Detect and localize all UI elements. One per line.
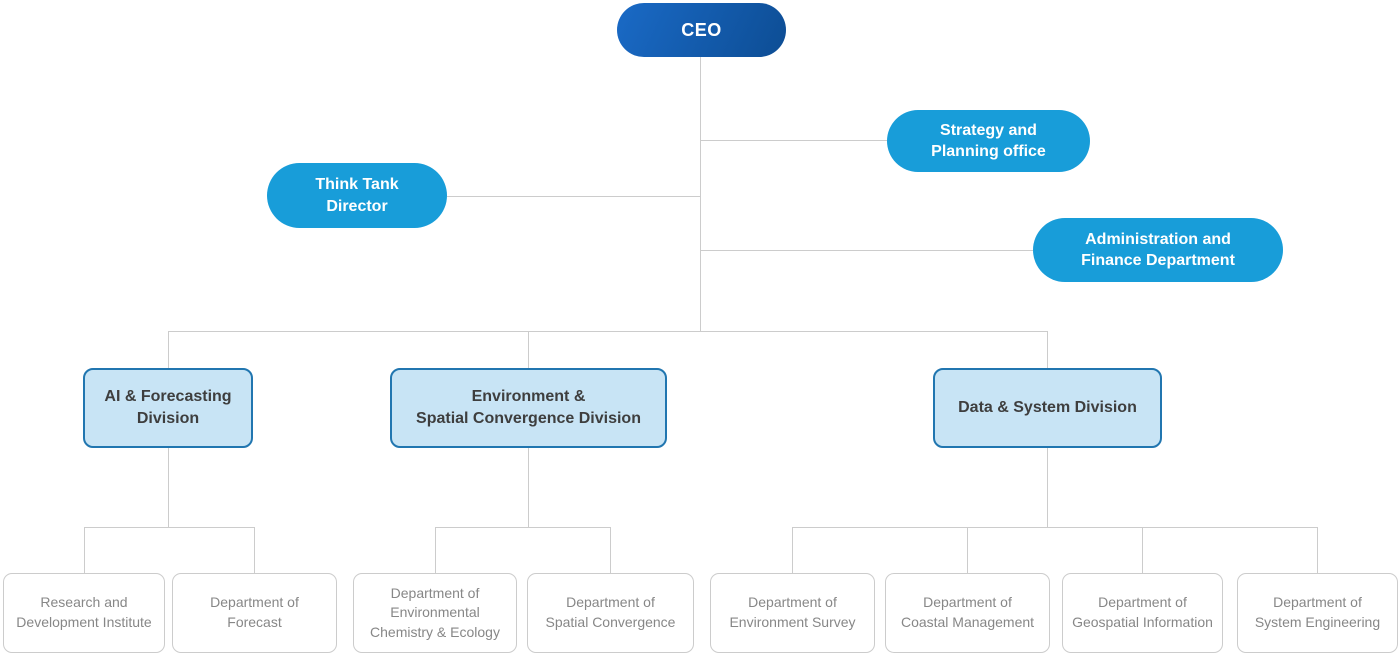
connector-data-horizontal [792, 527, 1317, 528]
division-ai-forecasting-label: AI & Forecasting Division [104, 388, 232, 427]
connector-data-stem [1047, 448, 1048, 527]
node-department-spatial-convergence: Department of Spatial Convergence [527, 573, 694, 653]
node-department-research-development: Research and Development Institute [3, 573, 165, 653]
node-ceo: CEO [617, 3, 786, 57]
node-division-ai-forecasting: AI & Forecasting Division [83, 368, 253, 448]
connector-env-drop-1 [435, 527, 436, 573]
connector-ai-stem [168, 448, 169, 527]
node-department-environment-survey: Department of Environment Survey [710, 573, 875, 653]
connector-division-drop-1 [168, 331, 169, 368]
connector-ai-drop-1 [84, 527, 85, 573]
admin-finance-department-label: Administration and Finance Department [1081, 230, 1235, 269]
department-geospatial-information-label: Department of Geospatial Information [1072, 594, 1213, 630]
connector-think-tank-branch [447, 196, 700, 197]
connector-data-drop-2 [967, 527, 968, 573]
node-admin-finance-department: Administration and Finance Department [1033, 218, 1283, 282]
connector-admin-branch [700, 250, 1033, 251]
department-env-chemistry-ecology-label: Department of Environmental Chemistry & … [370, 584, 500, 640]
division-environment-spatial-label: Environment & Spatial Convergence Divisi… [416, 388, 641, 427]
ceo-label: CEO [681, 19, 722, 40]
department-environment-survey-label: Department of Environment Survey [729, 594, 856, 630]
node-department-env-chemistry-ecology: Department of Environmental Chemistry & … [353, 573, 517, 653]
think-tank-director-label: Think Tank Director [315, 176, 399, 215]
node-department-geospatial-information: Department of Geospatial Information [1062, 573, 1223, 653]
connector-data-drop-1 [792, 527, 793, 573]
department-spatial-convergence-label: Department of Spatial Convergence [545, 594, 676, 630]
connector-data-drop-4 [1317, 527, 1318, 573]
node-division-data-system: Data & System Division [933, 368, 1162, 448]
connector-division-drop-2 [528, 331, 529, 368]
connector-env-drop-2 [610, 527, 611, 573]
division-data-system-label: Data & System Division [958, 399, 1137, 417]
department-research-development-label: Research and Development Institute [16, 594, 152, 630]
connector-env-horizontal [435, 527, 610, 528]
department-forecast-label: Department of Forecast [210, 594, 299, 630]
node-department-coastal-management: Department of Coastal Management [885, 573, 1050, 653]
strategy-planning-office-label: Strategy and Planning office [931, 121, 1046, 160]
department-coastal-management-label: Department of Coastal Management [900, 594, 1035, 630]
connector-strategy-branch [700, 140, 887, 141]
connector-ai-horizontal [84, 527, 254, 528]
node-think-tank-director: Think Tank Director [267, 163, 447, 228]
node-department-system-engineering: Department of System Engineering [1237, 573, 1398, 653]
connector-env-stem [528, 448, 529, 527]
connector-ai-drop-2 [254, 527, 255, 573]
connector-data-drop-3 [1142, 527, 1143, 573]
department-system-engineering-label: Department of System Engineering [1254, 594, 1381, 630]
connector-trunk-vertical [700, 57, 701, 331]
node-department-forecast: Department of Forecast [172, 573, 337, 653]
connector-division-drop-3 [1047, 331, 1048, 368]
node-strategy-planning-office: Strategy and Planning office [887, 110, 1090, 172]
connector-divisions-horizontal [168, 331, 1048, 332]
node-division-environment-spatial: Environment & Spatial Convergence Divisi… [390, 368, 667, 448]
